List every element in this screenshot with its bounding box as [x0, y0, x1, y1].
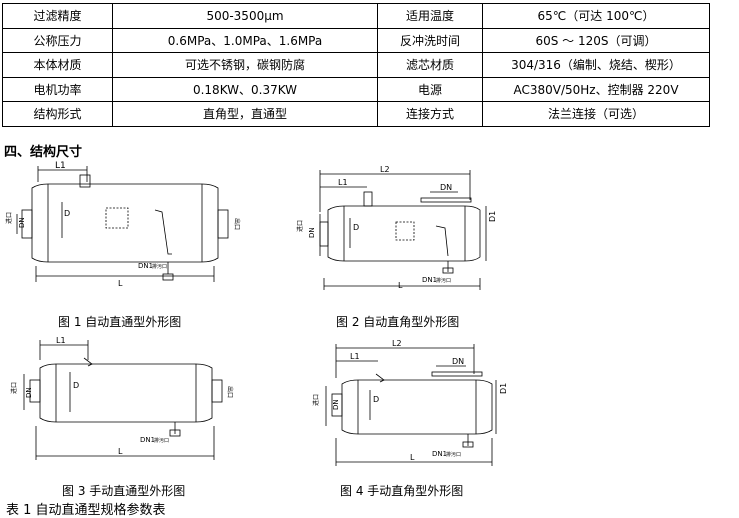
spec-row: 公称压力 0.6MPa、1.0MPa、1.6MPa 反冲洗时间 60S ～ 12… — [2, 27, 710, 53]
dim-l1: L1 — [350, 352, 360, 361]
dim-dn1: DN1 — [140, 436, 155, 444]
spec-label: 连接方式 — [377, 101, 483, 127]
spec-value: 法兰连接（可选） — [482, 101, 710, 127]
label-inlet: 进口 — [296, 220, 304, 232]
spec-row: 本体材质 可选不锈钢，碳钢防腐 滤芯材质 304/316（编制、烧结、楔形） — [2, 52, 710, 78]
spec-value: AC380V/50Hz、控制器 220V — [482, 76, 710, 102]
label-outlet: 出口 — [233, 218, 241, 230]
dim-l2: L2 — [392, 339, 402, 348]
spec-label: 本体材质 — [2, 52, 113, 78]
dim-l: L — [118, 279, 123, 288]
dim-l1: L1 — [55, 161, 66, 171]
spec-label: 滤芯材质 — [377, 52, 483, 78]
spec-value: 直角型，直通型 — [112, 101, 378, 127]
dim-dn-side: DN — [308, 227, 316, 238]
dim-dn-side: DN — [332, 399, 340, 410]
spec-value: 0.6MPa、1.0MPa、1.6MPa — [112, 27, 378, 53]
table-caption: 表 1 自动直通型规格参数表 — [6, 503, 166, 518]
label-drain: 排污口 — [436, 277, 451, 284]
spec-value: 500-3500μm — [112, 3, 378, 29]
dim-dn1: DN1 — [138, 262, 153, 270]
dim-dn1: DN1 — [432, 450, 447, 458]
spec-label: 公称压力 — [2, 27, 113, 53]
dim-d: D — [373, 395, 379, 404]
figure-4-drawing: L2 L1 DN DN 进口 D1 D DN1 排污口 L — [312, 339, 508, 466]
figure-2-caption: 图 2 自动直角型外形图 — [336, 315, 460, 329]
spec-value: 304/316（编制、烧结、楔形） — [482, 52, 710, 78]
figure-3-caption: 图 3 手动直通型外形图 — [62, 484, 186, 498]
spec-row: 电机功率 0.18KW、0.37KW 电源 AC380V/50Hz、控制器 22… — [2, 76, 710, 102]
dim-l: L — [118, 447, 123, 456]
label-inlet: 进口 — [5, 212, 13, 224]
figure-2-drawing: L2 L1 DN DN 进口 D1 D DN1 排污口 L — [296, 165, 497, 290]
spec-label: 结构形式 — [2, 101, 113, 127]
dim-d1: D1 — [488, 211, 497, 222]
figure-1-drawing: L1 DN 进口 出口 D DN1 排污口 L — [5, 161, 241, 288]
spec-value: 0.18KW、0.37KW — [112, 76, 378, 102]
label-drain: 排污口 — [446, 451, 461, 458]
dim-dn: DN — [25, 387, 33, 398]
dim-l: L — [410, 453, 415, 462]
dim-dn1: DN1 — [422, 276, 437, 284]
label-drain: 排污口 — [154, 437, 169, 444]
spec-row: 过滤精度 500-3500μm 适用温度 65℃（可达 100℃） — [2, 3, 710, 29]
spec-value: 可选不锈钢，碳钢防腐 — [112, 52, 378, 78]
dim-dn: DN — [18, 217, 26, 228]
dim-dn: DN — [440, 183, 452, 192]
spec-label: 过滤精度 — [2, 3, 113, 29]
dim-l1: L1 — [56, 336, 66, 345]
label-outlet: 出口 — [226, 386, 234, 398]
figure-1-caption: 图 1 自动直通型外形图 — [58, 315, 182, 329]
dim-d: D — [64, 209, 70, 218]
figure-4-caption: 图 4 手动直角型外形图 — [340, 484, 464, 498]
spec-label: 电机功率 — [2, 76, 113, 102]
dim-d1: D1 — [499, 383, 508, 394]
label-inlet: 进口 — [10, 382, 18, 394]
section-title: 四、结构尺寸 — [4, 145, 83, 160]
dim-l1: L1 — [338, 178, 348, 187]
dim-d: D — [353, 223, 359, 232]
spec-row: 结构形式 直角型，直通型 连接方式 法兰连接（可选） — [2, 101, 710, 127]
spec-label: 电源 — [377, 76, 483, 102]
dim-l: L — [398, 281, 403, 290]
spec-label: 反冲洗时间 — [377, 27, 483, 53]
spec-value: 65℃（可达 100℃） — [482, 3, 710, 29]
figure-3-drawing: L1 DN 进口 出口 D DN1 排污口 L — [10, 336, 234, 460]
dim-d: D — [73, 381, 79, 390]
spec-table: 过滤精度 500-3500μm 适用温度 65℃（可达 100℃） 公称压力 0… — [2, 3, 710, 127]
spec-label: 适用温度 — [377, 3, 483, 29]
label-inlet: 进口 — [312, 394, 320, 406]
label-drain: 排污口 — [152, 263, 167, 270]
spec-value: 60S ～ 120S（可调） — [482, 27, 710, 53]
dim-dn: DN — [452, 357, 464, 366]
dim-l2: L2 — [380, 165, 390, 174]
